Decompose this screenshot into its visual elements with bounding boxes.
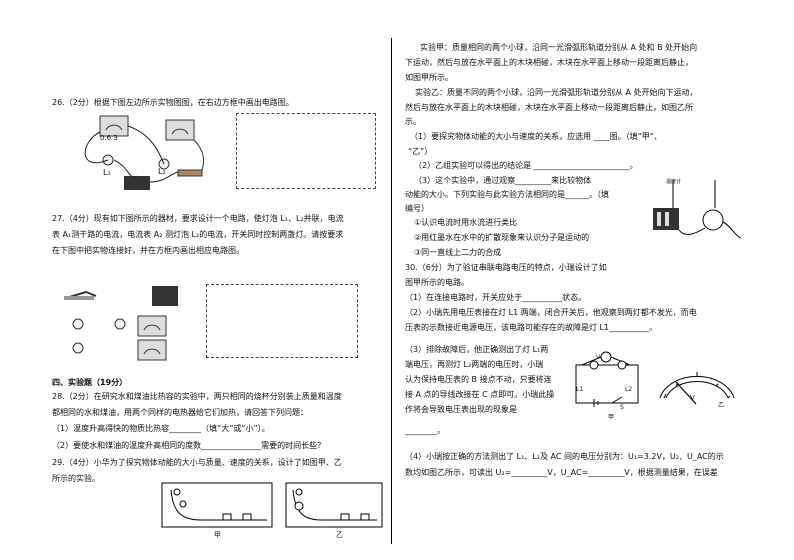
q29-3-line1: （3）这个实验中，通过观察_________来比较物体 — [414, 176, 592, 185]
circuit-l2-label: L2 — [625, 386, 633, 393]
figure-yi — [285, 482, 383, 528]
q30-3-line6: ________。 — [405, 426, 445, 435]
q30-line2: 图甲所示的电路。 — [405, 278, 469, 287]
question-28-line2: 都相同的水和煤油，用两个同样的电热器给它们加热，请回答下列问题： — [52, 408, 308, 417]
ammeter-range-label: 0.6 3 — [100, 134, 118, 142]
q29-3-line3: 编号） — [405, 204, 429, 213]
bulb-l2-label: L₂ — [158, 167, 166, 176]
exp-jia-line2: 下运动，然后与放在水平面上的木块相碰，木块在水平面上移动一段距离后静止， — [405, 58, 693, 67]
q30-4-line2: 数均如图乙所示，可读出 U₂=_________V，U_AC=_________… — [405, 468, 718, 477]
q27-components-figure — [60, 282, 188, 362]
voltmeter-figure-yi — [652, 368, 742, 414]
circuit-meter-v: V — [596, 354, 601, 361]
q30-3-line1: （3）排除故障后，他正确测出了灯 L₁两 — [405, 345, 549, 354]
q30-4-line1: （4）小瑞按正确的方法测出了 L₁、L₂及 AC 间的电压分别为：U₁=3.2V… — [405, 452, 724, 461]
circuit-switch-label: S — [620, 404, 624, 411]
question-28-2: （2）要使水和煤油的温度升高相同的度数_______________需要的时间长… — [52, 441, 326, 450]
q29-2: （2）乙组实验可以得出的结论是 ________________________… — [414, 161, 638, 170]
circuit-figure-jia — [570, 345, 650, 413]
q30-3-line3: 认为保持电压表的 B 接点不动，只要将连 — [405, 375, 552, 384]
question-29-line1: 29.（4分）小华为了探究物体动能的大小与质量、速度的关系，设计了如图甲、乙 — [52, 458, 342, 467]
voltmeter-figure-yi-caption: 乙 — [718, 402, 725, 409]
circuit-l1-label: L1 — [576, 386, 584, 393]
figure-jia — [161, 482, 273, 528]
question-28-line1: 28.（2分）在研究水和煤油比热容的实验中，两只相同的烧杯分别装上质量和温度 — [52, 392, 342, 401]
question-26: 26.（2分）根据下图左边所示实物图图，在右边方框中画出电路图。 — [52, 98, 294, 107]
q30-3-line5: 作将会导致电压表出现的现象是 — [405, 405, 517, 414]
q30-1: （1）在连接电路时，开关应处于__________状态。 — [405, 293, 587, 302]
question-27-line3: 在下图中把实物连接好，并在方框内画出相应电路图。 — [52, 246, 244, 255]
circuit-figure-jia-caption: 甲 — [608, 414, 615, 421]
bulb-l1-label: L₁ — [103, 168, 111, 177]
exp-yi-line2: 然后与放在水平面上的木块相碰，木块在水平面上移动一段距离后静止，如图乙所 — [405, 103, 693, 112]
q30-3-line2: 端电压，再测灯 L₂两端的电压时，小瑞 — [405, 360, 544, 369]
q27-answer-box — [206, 284, 358, 358]
question-27-line1: 27.（4分）现有如下图所示的器材，要求设计一个电路，使灯泡 L₁、L₂并联，电… — [52, 214, 344, 223]
section-4-title: 四、实验题（19分） — [52, 378, 128, 387]
question-27-line2: 表 A₁测干路的电流，电流表 A₂ 测灯泡 L₂的电流，开关同时控制两盏灯。请按… — [52, 230, 344, 239]
q30-line1: 30.（6分）为了验证串联电路电压的特点，小瑞设计了如 — [405, 263, 607, 272]
column-divider — [391, 38, 392, 544]
q29-3-line2: 动能的大小。下列实验与此实验方法相同的是______。（填 — [405, 190, 609, 199]
thermometer-label: 温度计 — [666, 179, 682, 185]
q30-3-line4: 接 A 点的导线改接在 C 点即可。小瑞此操 — [405, 390, 555, 399]
question-28-1: （1）温度升高得快的物质比热容________（填“大”或“小”）。 — [52, 424, 270, 433]
q30-2-line2: 压表的示数接近电源电压，该电路可能存在的故障是灯 L1__________。 — [405, 323, 658, 332]
heating-experiment-figure — [645, 178, 745, 244]
exp-yi-line1: 实验乙：质量不同的两个小球，沿同一光滑弧形轨道分别从 A 处开始向下运动， — [415, 88, 698, 97]
q26-circuit-figure — [70, 112, 210, 194]
exp-yi-line3: 示。 — [405, 117, 421, 126]
q30-2-line1: （2）小瑞先用电压表接在灯 L1 两端，闭合开关后，他观察到两灯都不发光，而电 — [405, 308, 697, 317]
option-3: ③同一直线上二力的合成 — [414, 248, 502, 257]
option-2: ②用红墨水在水中的扩散现象来认识分子是运动的 — [414, 233, 590, 242]
q29-1-line2: “乙”） — [408, 147, 433, 156]
figure-yi-caption: 乙 — [336, 531, 343, 539]
q29-1-line1: （1）要探究物体动能的大小与速度的关系，应选用 ____图。（填“甲”、 — [410, 132, 662, 141]
exp-jia-line1: 实验甲：质量相同的两个小球，沿同一光滑弧形轨道分别从 A 处和 B 处开始向 — [420, 43, 698, 52]
q26-answer-box — [236, 113, 376, 189]
question-29-line2: 所示的实验。 — [52, 474, 100, 483]
figure-jia-caption: 甲 — [214, 531, 221, 539]
option-1: ①认识电流时用水流进行类比 — [414, 218, 518, 227]
voltmeter-v-label: V — [690, 394, 695, 402]
exp-jia-line3: 如图甲所示。 — [405, 73, 453, 82]
